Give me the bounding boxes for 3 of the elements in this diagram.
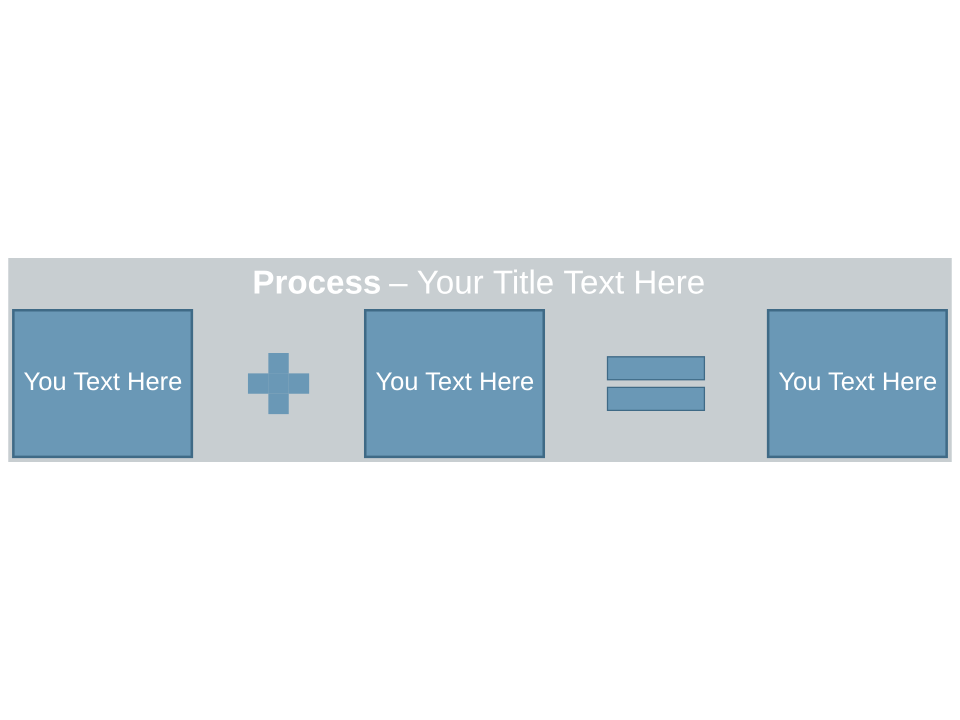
- node-box: You Text Here: [364, 309, 546, 458]
- node-box: You Text Here: [12, 309, 194, 458]
- node-box: You Text Here: [766, 309, 948, 458]
